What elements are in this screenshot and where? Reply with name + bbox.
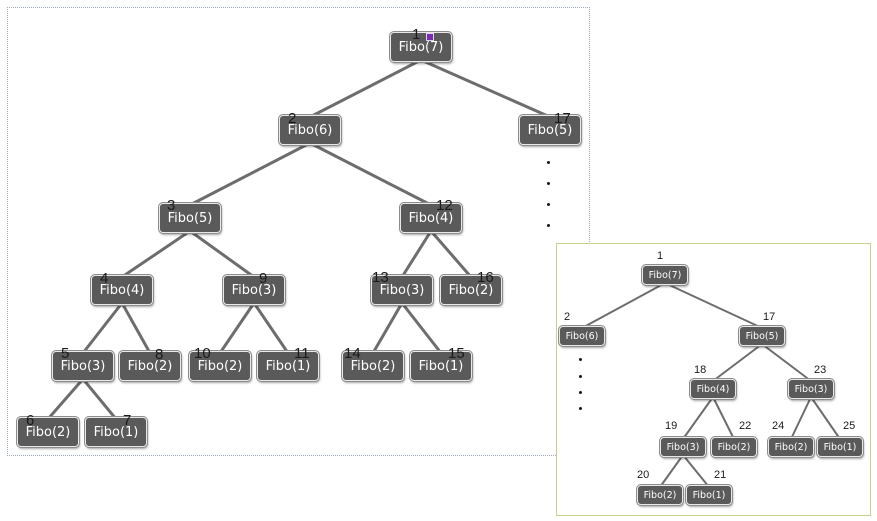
inset-call-order-number: 19 [665,420,678,432]
inset-node: Fibo(6) [559,326,605,346]
inset-ellipsis-dot [578,390,582,394]
main-edge [252,301,290,355]
main-ellipsis-dot [546,202,550,206]
inset-edge [659,454,684,488]
selection-marker-icon [426,33,434,41]
main-node: Fibo(3) [371,275,433,305]
main-call-order-number: 12 [436,197,453,214]
main-edge [419,58,552,119]
main-call-order-number: 2 [288,110,297,127]
inset-call-order-number: 20 [637,469,650,481]
main-edge [308,58,423,119]
main-call-order-number: 10 [194,345,211,362]
main-ellipsis-dot [546,223,550,227]
inset-call-order-number: 23 [814,364,827,376]
main-node: Fibo(5) [519,115,581,145]
main-call-order-number: 8 [155,346,164,363]
main-node: Fibo(2) [189,351,251,381]
main-edge [188,141,312,207]
inset-edge [790,396,812,440]
main-call-order-number: 11 [294,345,310,362]
main-edge [308,141,433,207]
inset-node: Fibo(1) [817,437,863,457]
inset-call-order-number: 24 [772,420,785,432]
inset-node: Fibo(3) [788,379,834,399]
inset-node: Fibo(4) [690,379,736,399]
inset-call-order-number: 1 [657,250,664,262]
main-node: Fibo(1) [85,417,147,447]
main-call-order-number: 14 [344,345,361,362]
main-edge [218,301,256,355]
main-call-tree-panel [7,7,590,456]
inset-node: Fibo(2) [768,437,814,457]
main-call-order-number: 1 [412,26,421,43]
main-node: Fibo(3) [223,275,285,305]
inset-call-order-number: 22 [739,420,752,432]
main-call-order-number: 17 [554,110,571,127]
inset-node: Fibo(2) [637,485,683,505]
inset-node: Fibo(7) [642,265,688,285]
main-node: Fibo(2) [440,275,502,305]
inset-ellipsis-dot [578,406,582,410]
main-node: Fibo(7) [390,32,452,62]
inset-call-order-number: 17 [763,311,776,323]
main-node: Fibo(5) [159,203,221,233]
main-ellipsis-dot [546,160,550,164]
inset-node: Fibo(1) [686,485,732,505]
main-node: Fibo(2) [119,351,181,381]
main-node: Fibo(4) [400,203,462,233]
main-edge [46,377,85,421]
inset-node: Fibo(5) [739,326,785,346]
inset-edge [712,396,735,440]
inset-edge [761,343,812,382]
main-edge [400,301,443,355]
main-node: Fibo(2) [342,351,404,381]
inset-ellipsis-dot [578,374,582,378]
inset-node: Fibo(2) [711,437,757,457]
main-node: Fibo(1) [410,351,472,381]
inset-call-order-number: 25 [843,420,856,432]
main-call-order-number: 6 [26,412,35,429]
main-call-order-number: 4 [100,270,109,287]
inset-edge [682,396,714,440]
main-call-order-number: 15 [448,345,465,362]
inset-edge [664,282,763,329]
inset-edge [712,343,763,382]
main-node: Fibo(4) [91,275,153,305]
inset-edge [810,396,841,440]
inset-call-order-number: 21 [714,469,727,481]
main-call-order-number: 9 [259,270,268,287]
main-ellipsis-dot [546,181,550,185]
main-node: Fibo(1) [257,351,319,381]
main-node: Fibo(6) [279,115,341,145]
main-call-order-number: 13 [372,269,389,286]
main-edge [120,301,152,355]
main-edge [188,229,256,279]
main-edge [81,377,118,421]
main-node: Fibo(3) [52,351,114,381]
main-edge [120,229,192,279]
main-node: Fibo(2) [17,417,79,447]
inset-node: Fibo(3) [660,437,706,457]
inset-call-order-number: 18 [694,364,707,376]
main-edge [400,229,433,279]
main-call-order-number: 16 [477,269,494,286]
main-call-order-number: 3 [167,197,176,214]
main-call-order-number: 5 [61,345,70,362]
inset-ellipsis-dot [578,357,582,361]
inset-call-order-number: 2 [564,311,571,323]
main-edge [81,301,124,355]
main-call-order-number: 7 [123,412,132,429]
main-edge [371,301,404,355]
inset-edge [682,454,710,488]
inset-edge [581,282,666,329]
main-edge [429,229,473,279]
